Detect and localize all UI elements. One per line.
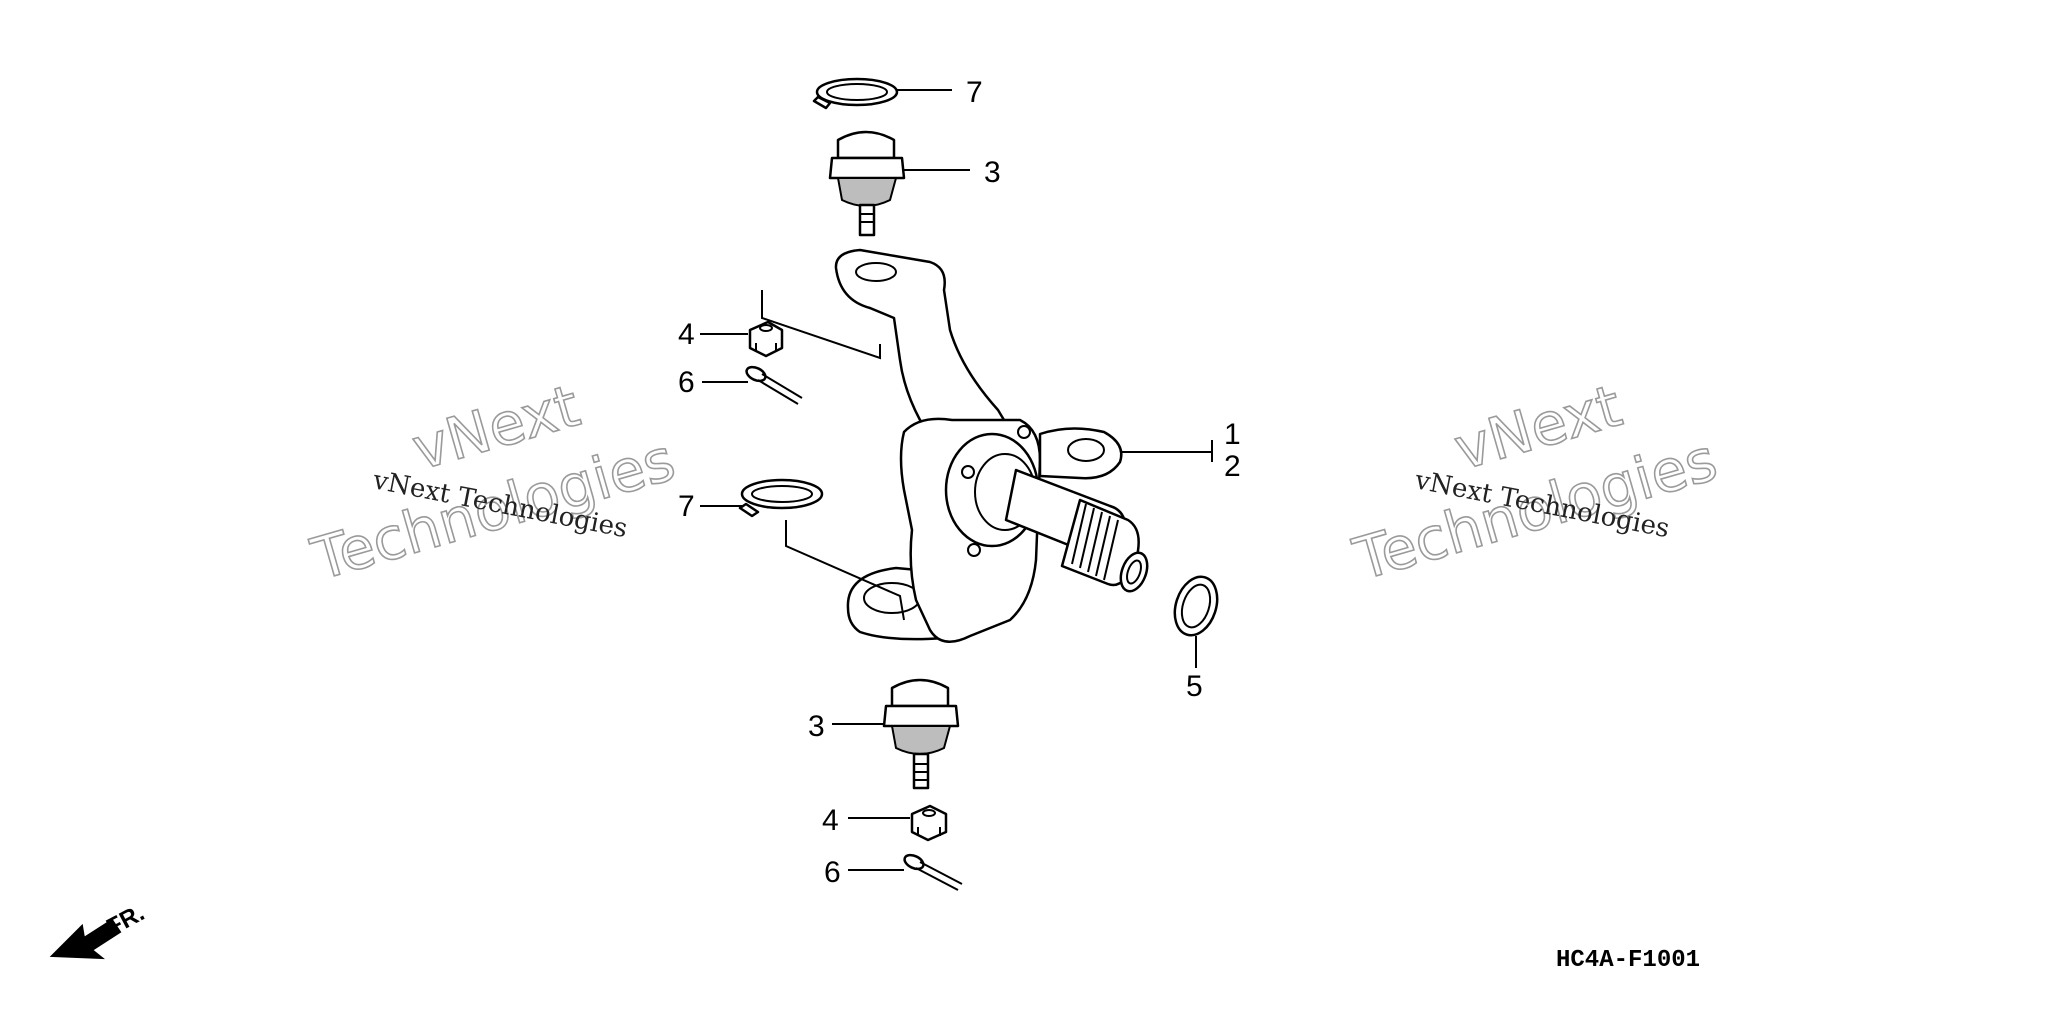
- callout-4-top: 4: [678, 318, 695, 351]
- assembly-lines: [761, 290, 905, 621]
- callout-7-top: 7: [966, 76, 983, 109]
- snap-ring-mid: [738, 478, 824, 518]
- cotter-pin-bottom: [903, 853, 963, 891]
- castle-nut-top: [748, 320, 784, 358]
- callout-6-bottom: 6: [824, 856, 841, 889]
- callout-7-mid: 7: [678, 490, 695, 523]
- steering-knuckle: [834, 248, 1149, 643]
- snap-ring-top: [812, 77, 899, 110]
- ball-joint-bottom: [882, 678, 960, 790]
- castle-nut-bottom: [910, 804, 948, 842]
- ball-joint-top: [828, 130, 906, 237]
- cotter-pin-top: [745, 365, 803, 405]
- callout-3-top: 3: [984, 156, 1001, 189]
- front-arrow-icon: [49, 918, 122, 960]
- watermark-right: vNext Technologies vNext Technologies: [1345, 371, 1724, 595]
- front-direction-arrow: FR.: [49, 899, 149, 960]
- diagram-code: HC4A-F1001: [1556, 947, 1700, 974]
- callouts: 7 3 1 2 4 6 7 5 3 4 6: [678, 76, 1241, 889]
- watermark-left: vNext Technologies vNext Technologies: [303, 371, 682, 595]
- callout-3-bottom: 3: [808, 710, 825, 743]
- callout-5: 5: [1186, 670, 1203, 703]
- callout-1: 1: [1224, 418, 1241, 451]
- callout-2: 2: [1224, 450, 1241, 483]
- leader-lines: [700, 89, 1213, 871]
- callout-6-top: 6: [678, 366, 695, 399]
- o-ring: [1173, 575, 1219, 637]
- callout-4-bottom: 4: [822, 804, 839, 837]
